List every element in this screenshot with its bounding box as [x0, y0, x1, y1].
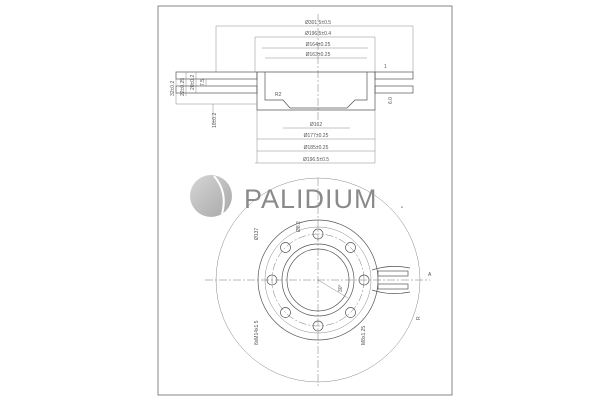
dim-left-2: 22±0.25: [180, 78, 186, 96]
palidium-logo: PALIDIUM .: [190, 175, 405, 217]
dim-bottom-4: Ø196.5±0.5: [303, 157, 329, 163]
dim-left-1: 32±0.2: [170, 81, 176, 96]
label-hole: Ø8.2: [296, 221, 302, 232]
dim-radius: R2: [275, 92, 282, 98]
bolt-hole: [345, 307, 356, 318]
bolt-hole: [345, 242, 356, 253]
brand-name: PALIDIUM: [244, 184, 378, 214]
bolt-hole: [312, 320, 324, 332]
dim-top-4: Ø163±0.25: [306, 52, 331, 58]
dim-right: 6.0: [388, 97, 394, 104]
dim-runout: 1: [384, 64, 387, 70]
bolt-hole: [358, 274, 370, 286]
logo-sphere-icon: [190, 175, 232, 217]
dim-bottom-2: Ø177±0.25: [304, 133, 329, 139]
label-angle: 30°: [338, 284, 344, 292]
dim-flange: 10±0.2: [212, 113, 218, 128]
label-r: R: [416, 316, 422, 320]
dim-left-4: 7.5: [200, 79, 206, 86]
label-thread: M8x1.25: [361, 326, 367, 345]
dim-top-1: Ø301.5±0.5: [305, 20, 331, 26]
drawing-frame: [157, 5, 453, 396]
label-pcd: Ø137: [254, 228, 260, 240]
bolt-hole: [266, 274, 278, 286]
front-view: Ø137 8xM14x1.5 M8x1.25 30° Ø8.2 A R: [205, 177, 432, 388]
bolt-hole: [312, 228, 324, 240]
dim-top-2: Ø196.5±0.4: [305, 31, 331, 37]
bolt-hole: [280, 242, 291, 253]
label-bolts: 8xM14x1.5: [254, 320, 260, 345]
dim-bottom-3: Ø185±0.25: [304, 145, 329, 151]
side-view: Ø301.5±0.5 Ø196.5±0.4 Ø164±0.25 Ø163±0.2…: [170, 14, 414, 164]
dim-bottom-1: Ø162: [310, 122, 322, 128]
bolt-hole: [280, 307, 291, 318]
dim-left-3: 20±0.2: [190, 75, 196, 90]
registered-mark: .: [400, 195, 405, 211]
dim-top-3: Ø164±0.25: [306, 42, 331, 48]
label-section: A: [428, 272, 432, 278]
